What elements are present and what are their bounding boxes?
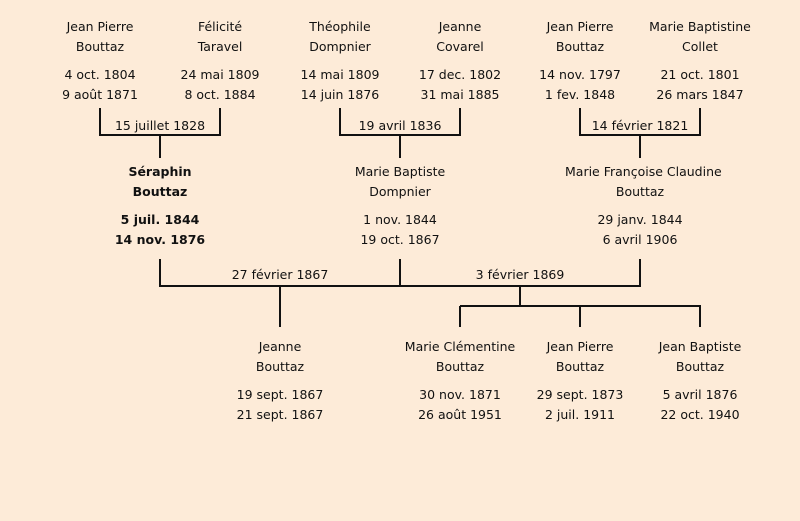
- spacer: [325, 202, 475, 210]
- connector-line: [99, 108, 101, 136]
- person-first-name: Marie Clémentine: [404, 339, 516, 354]
- marriage-1867-date: 27 février 1867: [231, 267, 329, 282]
- birth-date: 17 dec. 1802: [418, 67, 502, 82]
- person-first-name: Marie Françoise Claudine: [565, 164, 722, 179]
- person-last-name: Bouttaz: [435, 359, 485, 374]
- death-date: 22 oct. 1940: [660, 407, 740, 422]
- death-date: 2 juil. 1911: [544, 407, 616, 422]
- person-last-name: Bouttaz: [255, 359, 305, 374]
- spacer: [85, 202, 235, 210]
- death-date: 31 mai 1885: [420, 87, 500, 102]
- person-first-name: Marie Baptistine: [649, 19, 751, 34]
- connector-line: [459, 108, 461, 136]
- death-date: 9 août 1871: [62, 87, 138, 102]
- connector-line: [579, 306, 581, 327]
- person-first-name: Jean Baptiste: [658, 339, 742, 354]
- connector-line: [219, 108, 221, 136]
- person-first-name: Jeanne: [438, 19, 482, 34]
- birth-date: 14 mai 1809: [300, 67, 380, 82]
- marriage-1836-date: 19 avril 1836: [358, 118, 442, 133]
- birth-date: 5 juil. 1844: [120, 212, 200, 227]
- marriage-1869-date: 3 février 1869: [475, 267, 565, 282]
- person-last-name: Bouttaz: [675, 359, 725, 374]
- person-last-name: Bouttaz: [615, 184, 665, 199]
- person-last-name: Covarel: [436, 39, 484, 54]
- person-first-name: Séraphin: [128, 164, 192, 179]
- death-date: 14 juin 1876: [300, 87, 380, 102]
- birth-date: 4 oct. 1804: [64, 67, 136, 82]
- person-first-name: Jean Pierre: [546, 339, 614, 354]
- death-date: 14 nov. 1876: [114, 232, 206, 247]
- death-date: 8 oct. 1884: [184, 87, 256, 102]
- spacer: [565, 202, 715, 210]
- person-last-name: Dompnier: [369, 184, 431, 199]
- connector-line: [339, 108, 341, 136]
- birth-date: 19 sept. 1867: [236, 387, 324, 402]
- connector-line: [279, 286, 281, 327]
- spacer: [625, 57, 775, 65]
- birth-date: 1 nov. 1844: [363, 212, 437, 227]
- connector-line: [699, 108, 701, 136]
- person-last-name: Bouttaz: [555, 359, 605, 374]
- death-date: 6 avril 1906: [602, 232, 678, 247]
- person-first-name: Jean Pierre: [546, 19, 614, 34]
- spacer: [625, 377, 775, 385]
- person-last-name: Bouttaz: [555, 39, 605, 54]
- death-date: 21 sept. 1867: [236, 407, 324, 422]
- death-date: 19 oct. 1867: [360, 232, 440, 247]
- marriage-1821-date: 14 février 1821: [591, 118, 689, 133]
- birth-date: 30 nov. 1871: [419, 387, 501, 402]
- marriage-1828-date: 15 juillet 1828: [114, 118, 206, 133]
- connector-line: [399, 135, 401, 158]
- person-first-name: Félicité: [197, 19, 243, 34]
- person-last-name: Dompnier: [309, 39, 371, 54]
- person-last-name: Bouttaz: [75, 39, 125, 54]
- person-last-name: Collet: [682, 39, 718, 54]
- connector-line: [159, 135, 161, 158]
- connector-line: [459, 306, 461, 327]
- person-first-name: Théophile: [309, 19, 371, 34]
- death-date: 26 mars 1847: [656, 87, 744, 102]
- birth-date: 29 sept. 1873: [536, 387, 624, 402]
- connector-line: [639, 259, 641, 287]
- birth-date: 21 oct. 1801: [660, 67, 740, 82]
- person-first-name: Marie Baptiste: [354, 164, 446, 179]
- birth-date: 24 mai 1809: [180, 67, 260, 82]
- connector-line: [399, 259, 401, 287]
- connector-line: [519, 286, 521, 307]
- person-first-name: Jean Pierre: [66, 19, 134, 34]
- connector-line: [639, 135, 641, 158]
- connector-line: [579, 108, 581, 136]
- person-last-name: Taravel: [197, 39, 243, 54]
- death-date: 1 fev. 1848: [544, 87, 616, 102]
- birth-date: 14 nov. 1797: [539, 67, 621, 82]
- birth-date: 29 janv. 1844: [597, 212, 683, 227]
- spacer: [205, 377, 355, 385]
- person-first-name: Jeanne: [258, 339, 302, 354]
- connector-line: [699, 306, 701, 327]
- connector-line: [160, 285, 641, 287]
- birth-date: 5 avril 1876: [662, 387, 738, 402]
- person-last-name: Bouttaz: [132, 184, 188, 199]
- death-date: 26 août 1951: [418, 407, 502, 422]
- connector-line: [159, 259, 161, 287]
